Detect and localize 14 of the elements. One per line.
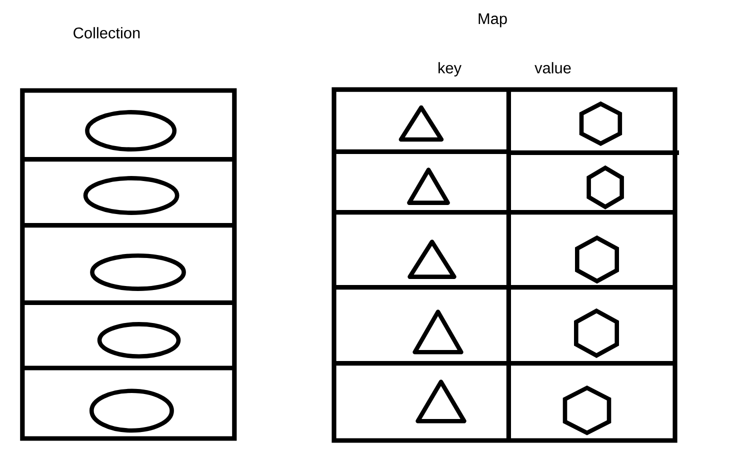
table-heading: Map — [478, 13, 507, 28]
triangle — [416, 380, 466, 424]
ellipse — [83, 176, 180, 215]
triangle — [408, 240, 456, 279]
column-heading: value — [534, 62, 571, 74]
table-heading: Collection — [74, 27, 140, 38]
triangle — [398, 105, 444, 142]
ellipse — [97, 322, 181, 359]
triangle — [407, 168, 450, 205]
ellipse — [85, 110, 177, 152]
ellipse — [90, 253, 186, 291]
triangle — [412, 310, 464, 354]
ellipse — [89, 388, 174, 433]
column-heading: key — [438, 62, 462, 76]
